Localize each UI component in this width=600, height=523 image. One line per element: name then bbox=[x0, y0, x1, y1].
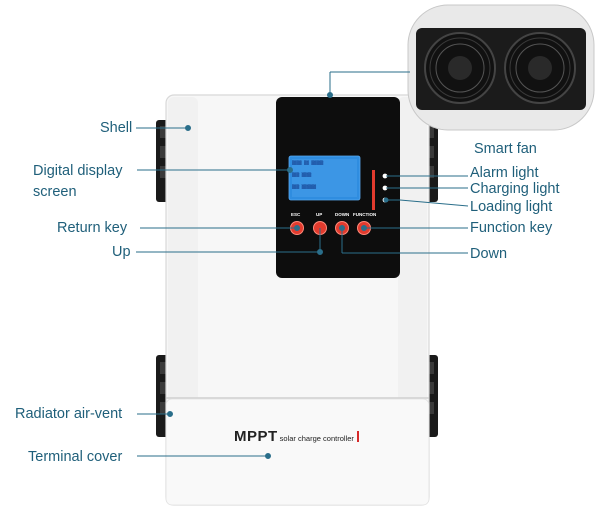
lcd-glyphs: ▒▒▒▒ ▒▒ ▒▒▒▒▒ bbox=[292, 160, 324, 165]
charging-light bbox=[382, 185, 388, 191]
label-smart-fan: Smart fan bbox=[474, 141, 537, 157]
label-alarm: Alarm light bbox=[470, 165, 539, 181]
label-terminal: Terminal cover bbox=[28, 449, 123, 465]
key-label-down: DOWN bbox=[335, 212, 350, 217]
lcd-glyphs-2: ▒▒▒ ▒▒▒▒ bbox=[292, 172, 312, 177]
lcd-glyphs-3: ▒▒▒ ▒▒▒▒▒▒ bbox=[292, 184, 317, 189]
terminal-cover bbox=[165, 398, 430, 506]
brand-subtitle: solar charge controller bbox=[279, 434, 354, 443]
label-shell: Shell bbox=[100, 120, 133, 136]
label-charging: Charging light bbox=[470, 181, 560, 197]
label-radiator: Radiator air-vent bbox=[15, 406, 123, 422]
label-function-key: Function key bbox=[470, 220, 553, 236]
label-display-line2: screen bbox=[33, 184, 77, 200]
alarm-light bbox=[382, 173, 388, 179]
key-label-function: FUNCTION bbox=[353, 212, 377, 217]
label-loading: Loading light bbox=[470, 199, 553, 215]
brand-bar bbox=[356, 431, 359, 442]
key-label-esc: ESC bbox=[291, 212, 301, 217]
brand-name: MPPT bbox=[234, 428, 278, 445]
label-down: Down bbox=[470, 246, 508, 262]
indicator-strip bbox=[372, 170, 375, 210]
label-display-line1: Digital display bbox=[33, 163, 123, 179]
label-up: Up bbox=[112, 244, 131, 260]
key-label-up: UP bbox=[316, 212, 323, 217]
fan-inset bbox=[407, 4, 595, 131]
label-return-key: Return key bbox=[57, 220, 128, 236]
